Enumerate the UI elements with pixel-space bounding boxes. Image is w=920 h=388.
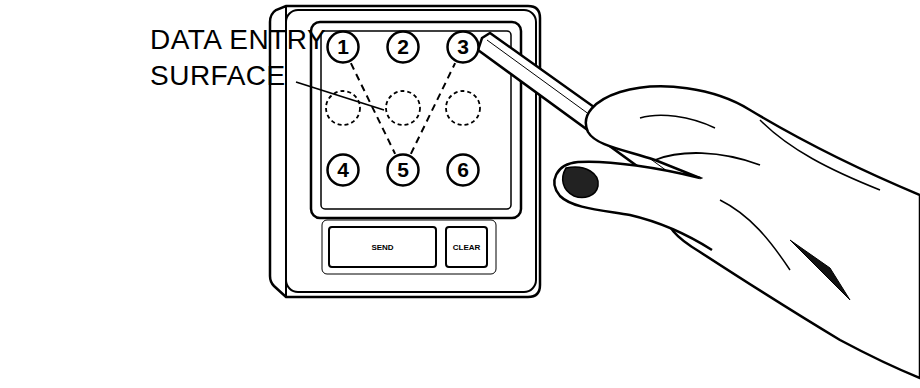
circle-outline [448, 32, 479, 63]
leader-line [296, 82, 384, 110]
finger-crease [655, 153, 760, 165]
circle-outline [448, 155, 479, 186]
circle-outline [388, 155, 419, 186]
position-number: 2 [397, 35, 409, 59]
position-number: 4 [337, 158, 349, 182]
entry-circle: 3 [446, 30, 480, 64]
dashed-stroke [411, 63, 455, 154]
entry-circle: 6 [446, 153, 480, 187]
entry-circle: 4 [326, 153, 360, 187]
key-button: SEND [328, 226, 437, 268]
entry-circle: 1 [326, 30, 360, 64]
circle-outline [328, 32, 359, 63]
button-label: CLEAR [453, 243, 481, 252]
empty-position [446, 91, 480, 125]
shadow [790, 240, 850, 300]
circle-outline [328, 155, 359, 186]
thumb [554, 162, 712, 250]
data-entry-surface [321, 31, 511, 209]
entry-circle: 2 [386, 30, 420, 64]
position-number: 6 [457, 158, 469, 182]
button-bezel [322, 220, 496, 274]
position-number: 3 [457, 35, 469, 59]
circle-outline [388, 32, 419, 63]
position-number: 5 [397, 158, 409, 182]
button-label: SEND [371, 243, 393, 252]
thumbnail [563, 167, 598, 197]
part-label: DATA ENTRY SURFACE [150, 22, 345, 94]
palm-line [720, 200, 790, 270]
key-button: CLEAR [445, 226, 488, 268]
knuckle-line [640, 115, 715, 128]
position-number: 1 [337, 35, 349, 59]
empty-position [386, 91, 420, 125]
hand [586, 86, 920, 378]
knuckle-line [760, 120, 880, 190]
entry-circle: 5 [386, 153, 420, 187]
dashed-stroke [351, 63, 395, 154]
